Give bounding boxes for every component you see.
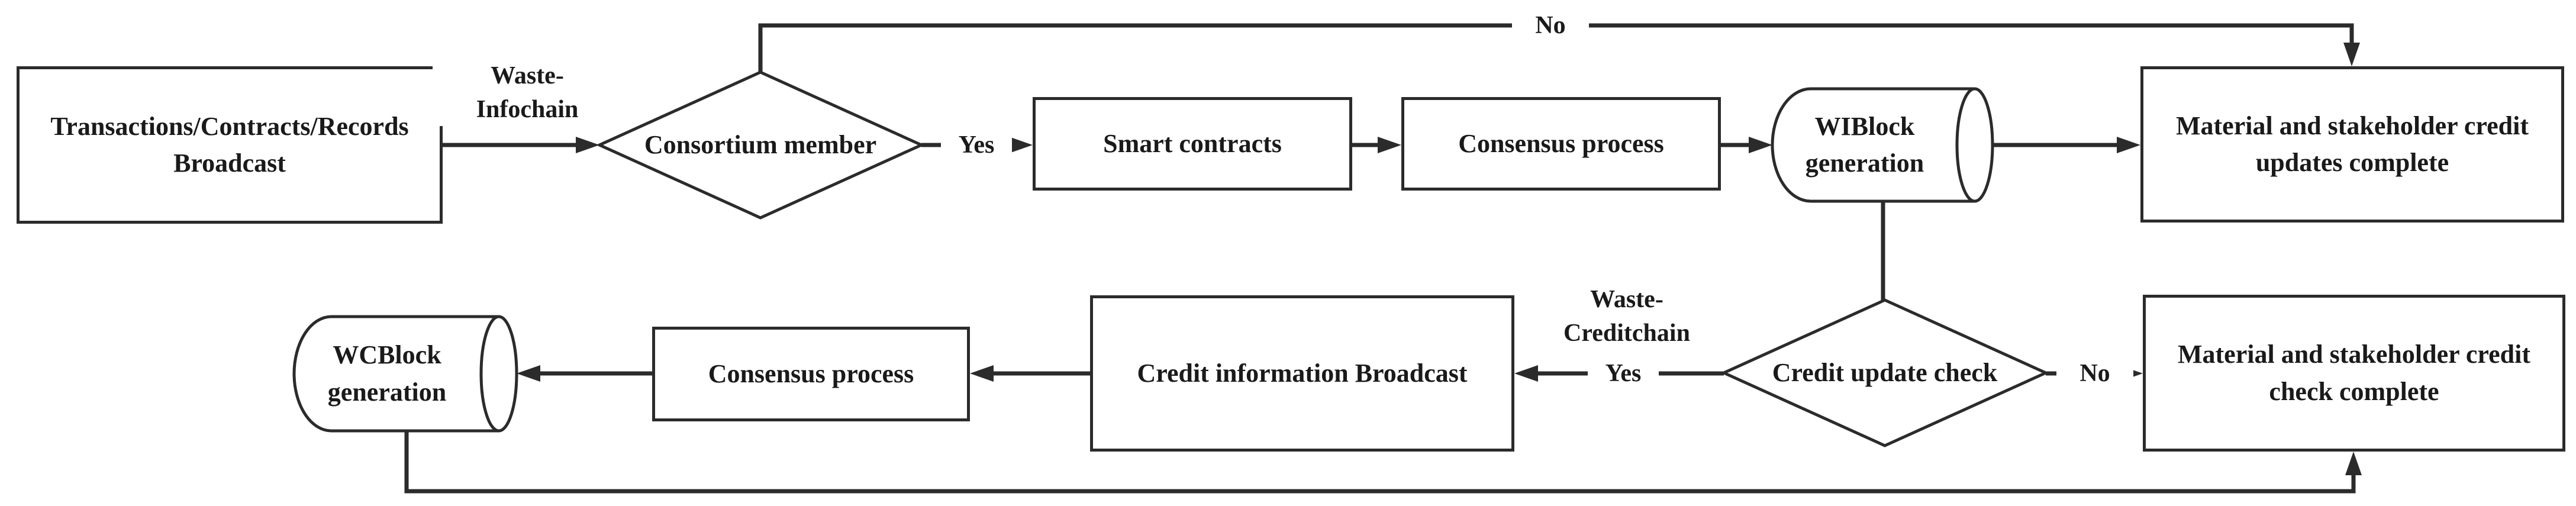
wiblock-cylinder-cap <box>1955 87 1994 203</box>
edge-consensus-to-wiblock <box>1721 137 1772 153</box>
node-updates-complete: Material and stakeholder credit updates … <box>2140 66 2564 223</box>
node-wcblock-generation-text: WCBlock generation <box>298 317 476 431</box>
arrowhead-down <box>2343 43 2360 66</box>
node-consensus-process-top-label: Consensus process <box>1458 128 1664 158</box>
node-check-complete: Material and stakeholder credit check co… <box>2143 295 2565 452</box>
node-wiblock-generation-label: WIBlock generation <box>1805 111 1924 178</box>
edge-transactions-to-consortium <box>443 137 599 153</box>
node-check-complete-label: Material and stakeholder credit check co… <box>2178 340 2530 406</box>
edge-wiblock-to-updates <box>1993 137 2140 153</box>
wcblock-cylinder-cap <box>479 315 518 433</box>
node-transactions-broadcast: Transactions/Contracts/Records Broadcast <box>17 66 443 224</box>
arrowhead-left <box>517 365 540 382</box>
edge-label-yes-top: Yes <box>941 128 1012 162</box>
node-wiblock-generation-text: WIBlock generation <box>1776 89 1953 201</box>
node-consortium-member-label: Consortium member <box>644 130 877 159</box>
node-smart-contracts-label: Smart contracts <box>1103 128 1282 158</box>
wiblock-cylinder <box>1771 87 1994 203</box>
arrowhead-up <box>2345 452 2362 475</box>
node-updates-complete-label: Material and stakeholder credit updates … <box>2176 111 2529 177</box>
arrowhead-left <box>970 365 994 382</box>
consortium-member-diamond <box>595 70 926 220</box>
edge-credit-broadcast-to-consensus <box>970 365 1090 382</box>
node-transactions-broadcast-label: Transactions/Contracts/Records Broadcast <box>50 111 409 178</box>
credit-update-check-diamond <box>1720 298 2050 447</box>
arrowhead-left <box>1514 365 1538 382</box>
arrowhead-right <box>1749 137 1772 153</box>
arrowhead-right <box>576 137 599 153</box>
edge-label-no-bottom: No <box>2056 357 2133 391</box>
node-consensus-process-bottom-label: Consensus process <box>708 359 914 388</box>
wcblock-cylinder <box>292 315 518 433</box>
edge-label-waste-creditchain: Waste- Creditchain <box>1532 283 1721 350</box>
edge-label-waste-infochain: Waste- Infochain <box>433 59 622 127</box>
edge-line <box>404 431 2356 494</box>
edge-label-yes-bottom: Yes <box>1588 357 1659 391</box>
arrowhead-right <box>1009 137 1033 153</box>
edge-wcblock-to-check-complete <box>404 431 2362 494</box>
wcblock-cylinder-body <box>292 315 499 433</box>
wiblock-cylinder-body <box>1771 87 1975 203</box>
node-credit-update-check-text: Credit update check <box>1736 300 2034 446</box>
node-wcblock-generation-label: WCBlock generation <box>327 340 447 407</box>
edge-consensus-to-wcblock <box>517 365 652 382</box>
edge-label-no-top: No <box>1512 9 1589 43</box>
node-smart-contracts: Smart contracts <box>1033 97 1352 191</box>
node-credit-information-broadcast-label: Credit information Broadcast <box>1137 358 1468 388</box>
arrowhead-right <box>1378 137 1401 153</box>
node-credit-update-check-label: Credit update check <box>1772 357 1998 387</box>
arrowhead-right <box>2117 137 2140 153</box>
edge-smart-to-consensus <box>1352 137 1401 153</box>
node-consensus-process-bottom: Consensus process <box>652 327 970 421</box>
node-credit-information-broadcast: Credit information Broadcast <box>1090 295 1514 452</box>
node-consensus-process-top: Consensus process <box>1401 97 1721 191</box>
node-consortium-member-text: Consortium member <box>611 72 910 218</box>
